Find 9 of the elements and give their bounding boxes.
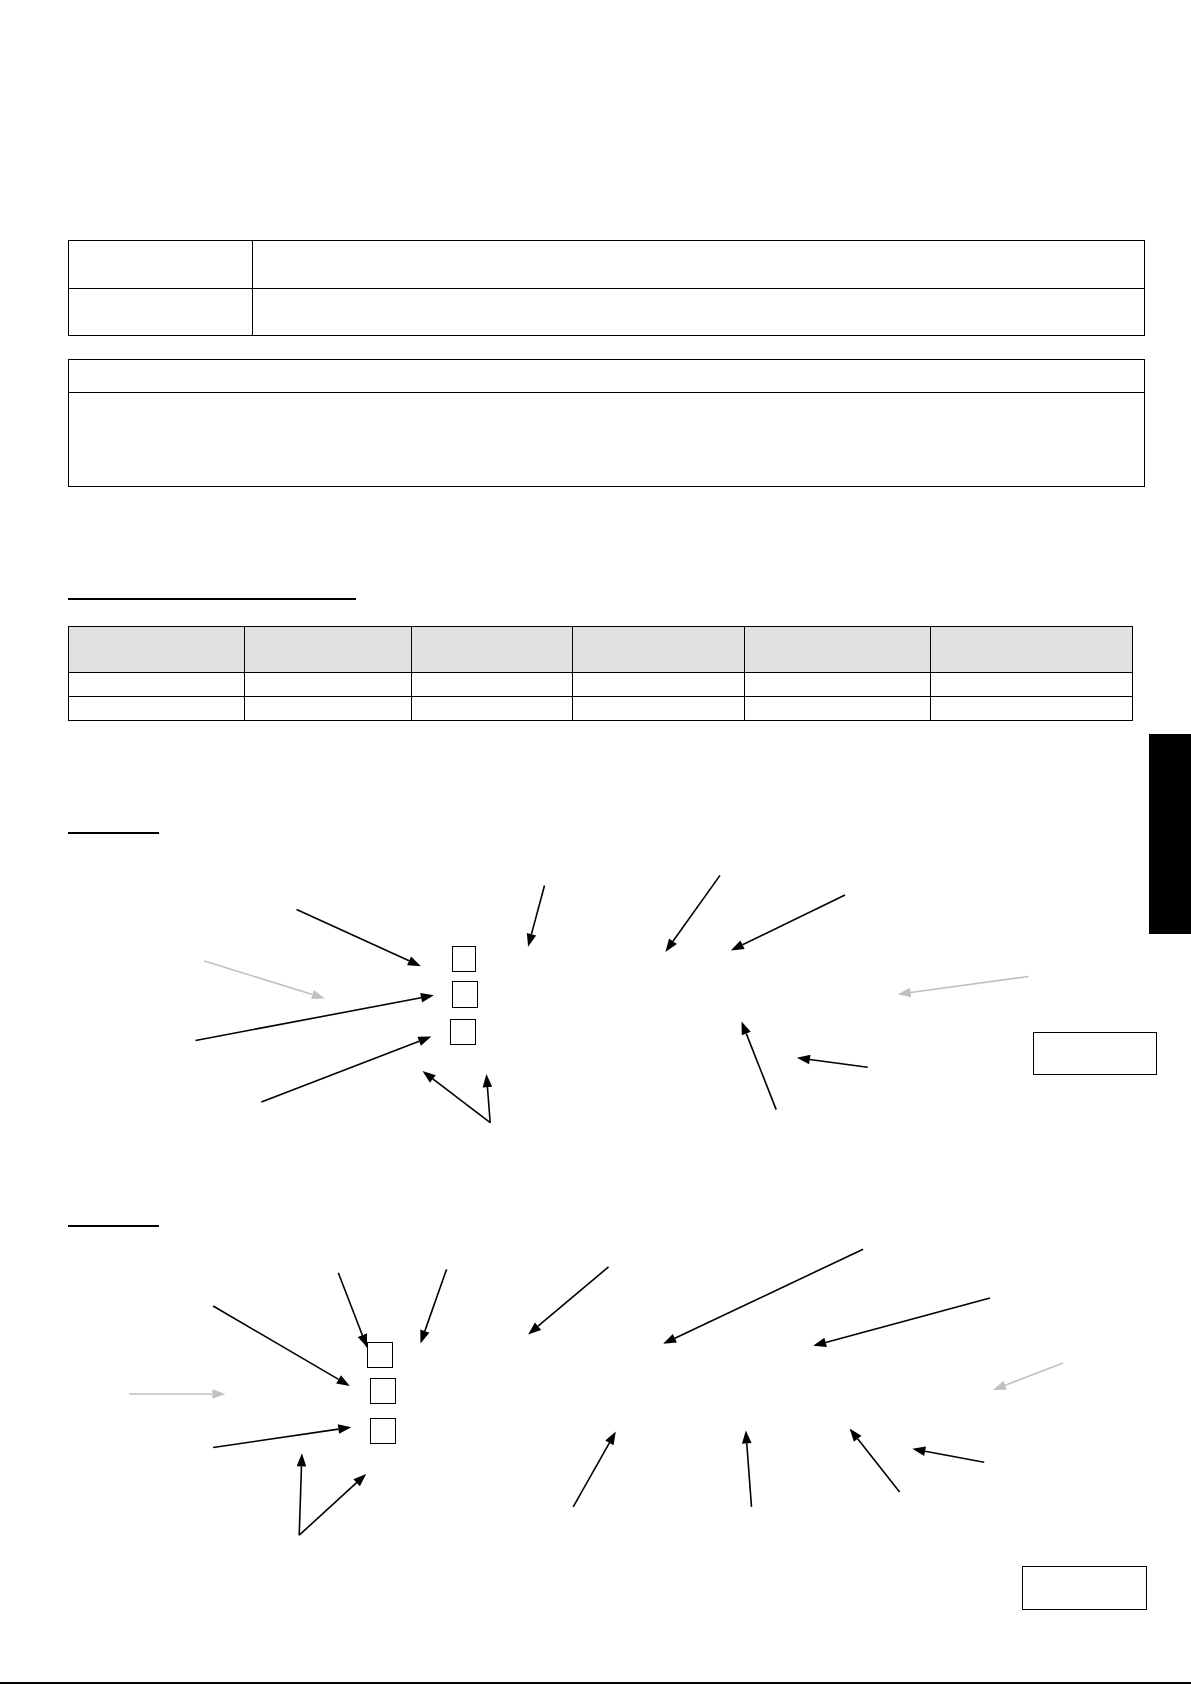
checkbox [370, 1418, 396, 1444]
checkbox [450, 1019, 476, 1045]
checkbox [452, 981, 478, 1008]
checkbox [367, 1342, 393, 1368]
answer-box [1033, 1032, 1157, 1075]
checkbox [452, 946, 476, 972]
answer-box [1022, 1566, 1147, 1610]
arrow [337, 1271, 368, 1348]
checkbox [370, 1378, 396, 1404]
